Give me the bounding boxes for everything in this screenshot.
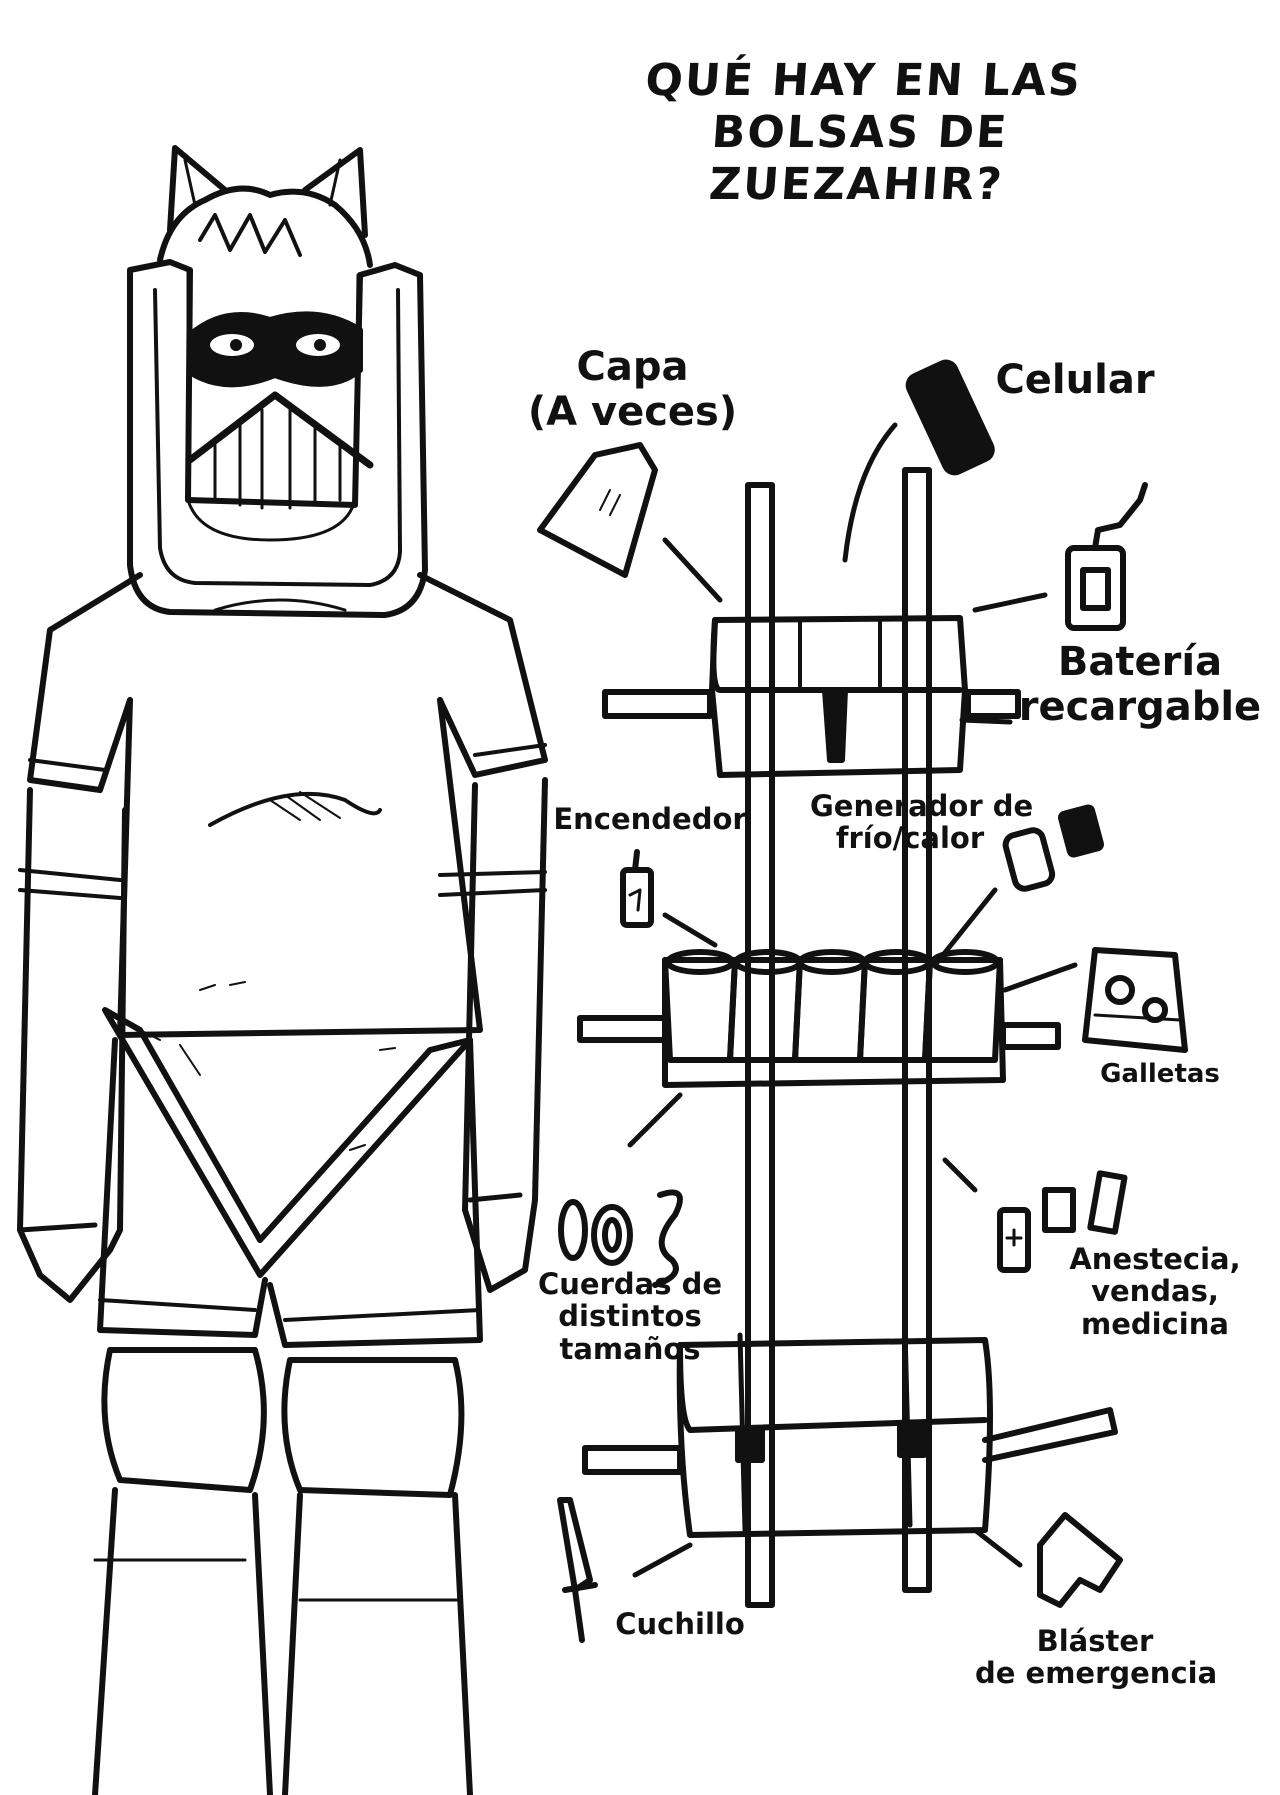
blaster-icon bbox=[1037, 1512, 1123, 1608]
label-capa-line1: Capa bbox=[576, 344, 689, 390]
harness-diagram bbox=[577, 467, 1118, 1608]
generator-icon bbox=[1002, 804, 1104, 892]
knife-icon bbox=[557, 1497, 598, 1643]
label-cuerdas: Cuerdas de distintos tamaños bbox=[530, 1267, 730, 1366]
label-capa-line2: (A veces) bbox=[527, 388, 738, 435]
label-generador-line2: frío/calor bbox=[835, 821, 985, 856]
label-bateria: Batería recargable bbox=[1010, 640, 1270, 730]
title-line1: QUÉ HAY EN LAS bbox=[643, 55, 1084, 106]
ropes-icon bbox=[558, 1189, 683, 1288]
label-cuerdas-line1: Cuerdas de bbox=[537, 1267, 722, 1301]
character-figure bbox=[17, 145, 548, 1795]
label-anestecia: Anestecia, vendas, medicina bbox=[1065, 1242, 1245, 1341]
label-capa: Capa (A veces) bbox=[515, 345, 750, 435]
cape-icon bbox=[537, 442, 658, 578]
leader-lines bbox=[627, 422, 1078, 1578]
lighter-icon bbox=[620, 849, 654, 928]
label-cuerdas-line3: tamaños bbox=[559, 1331, 701, 1366]
label-bateria-line2: recargable bbox=[1018, 683, 1262, 730]
label-generador: Generador de frío/calor bbox=[810, 789, 1034, 856]
title-line2: BOLSAS DE ZUEZAHIR? bbox=[707, 106, 1010, 210]
label-blaster-line1: Bláster bbox=[1036, 1624, 1154, 1658]
label-anestecia-line3: medicina bbox=[1081, 1306, 1229, 1341]
page-title: QUÉ HAY EN LAS BOLSAS DE ZUEZAHIR? bbox=[555, 55, 1166, 211]
battery-icon bbox=[1065, 482, 1148, 631]
medicine-icon bbox=[997, 1170, 1128, 1273]
label-blaster-line2: de emergencia bbox=[975, 1656, 1218, 1691]
label-blaster: Bláster de emergencia bbox=[975, 1624, 1218, 1691]
label-galletas: Galletas bbox=[1100, 1059, 1220, 1089]
label-bateria-line1: Batería bbox=[1057, 639, 1223, 685]
cookies-icon bbox=[1082, 947, 1188, 1053]
label-anestecia-line2: vendas, bbox=[1091, 1274, 1219, 1309]
label-celular: Celular bbox=[995, 357, 1155, 403]
label-encendedor: Encendedor bbox=[553, 802, 747, 836]
label-cuchillo: Cuchillo bbox=[615, 1607, 745, 1641]
label-cuerdas-line2: distintos bbox=[558, 1299, 702, 1334]
phone-icon bbox=[905, 359, 995, 476]
label-generador-line1: Generador de bbox=[810, 789, 1034, 823]
label-anestecia-line1: Anestecia, bbox=[1069, 1242, 1241, 1276]
